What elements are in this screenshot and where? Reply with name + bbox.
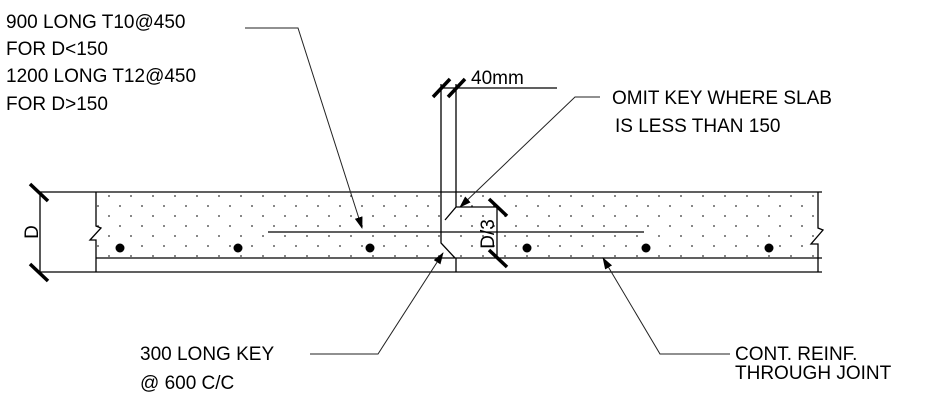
rebar-dot	[641, 243, 651, 253]
dowel-note-line: 1200 LONG T12@450	[6, 66, 196, 87]
key-leader	[310, 252, 444, 355]
dimension-key-depth: D/3	[478, 197, 509, 269]
rebar-dot	[522, 243, 532, 253]
cont-reinf-note: CONT. REINF.	[735, 344, 857, 365]
annotations: 900 LONG T10@450 FOR D<150 1200 LONG T12…	[6, 12, 892, 394]
rebar-dot	[365, 243, 375, 253]
omit-key-leader	[459, 96, 600, 208]
omit-key-note: IS LESS THAN 150	[615, 116, 780, 137]
rebar-dot	[233, 243, 243, 253]
dowel-leader	[245, 27, 363, 229]
key-depth-label: D/3	[478, 219, 499, 249]
rebar	[115, 231, 774, 253]
rebar-dot	[764, 243, 774, 253]
dowel-note-line: FOR D<150	[6, 39, 108, 60]
dimension-depth: D	[22, 182, 50, 283]
dimension-gap: 40mm	[431, 68, 557, 99]
key-note: @ 600 C/C	[140, 373, 234, 394]
depth-label: D	[22, 225, 43, 239]
rebar-dot	[115, 243, 125, 253]
slab-section	[40, 84, 825, 273]
gap-label: 40mm	[471, 68, 524, 89]
omit-key-note: OMIT KEY WHERE SLAB	[612, 88, 832, 109]
leaders	[245, 27, 730, 355]
key-note: 300 LONG KEY	[140, 344, 274, 365]
cont-reinf-note: THROUGH JOINT	[735, 363, 892, 384]
cont-reinf-leader	[602, 257, 730, 355]
dowel-note-line: 900 LONG T10@450	[6, 12, 186, 33]
dowel-note-line: FOR D>150	[6, 94, 108, 115]
